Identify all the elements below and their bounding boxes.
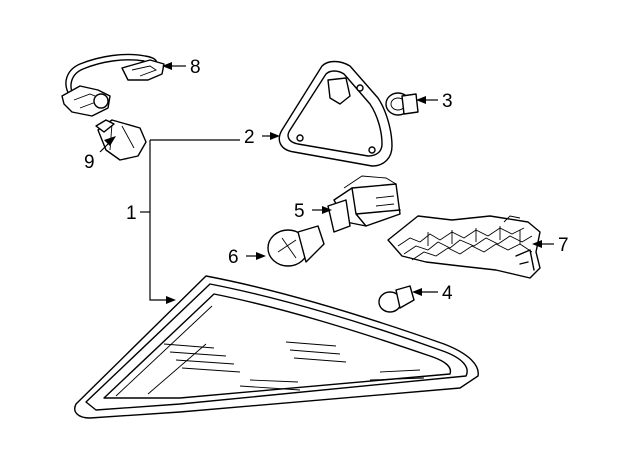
callout-5: 5	[294, 201, 305, 222]
callout-7: 7	[558, 235, 569, 256]
tail-lamp-lens	[74, 275, 479, 419]
part-7-bracket	[387, 215, 541, 279]
callout-1: 1	[126, 203, 137, 224]
callout-4: 4	[442, 283, 453, 304]
part-9-bulb	[95, 119, 147, 161]
callout-8: 8	[190, 57, 201, 78]
callout-9: 9	[84, 152, 95, 173]
leader-lines	[99, 62, 554, 304]
callout-3: 3	[442, 91, 453, 112]
part-3-clip	[385, 92, 419, 116]
part-6-bulb	[267, 225, 325, 267]
part-4-bulb	[378, 285, 415, 313]
callout-6: 6	[228, 247, 239, 268]
part-8-harness	[61, 53, 165, 117]
callout-2: 2	[244, 127, 255, 148]
part-5-socket	[327, 175, 401, 233]
part-2-gasket	[278, 60, 393, 167]
